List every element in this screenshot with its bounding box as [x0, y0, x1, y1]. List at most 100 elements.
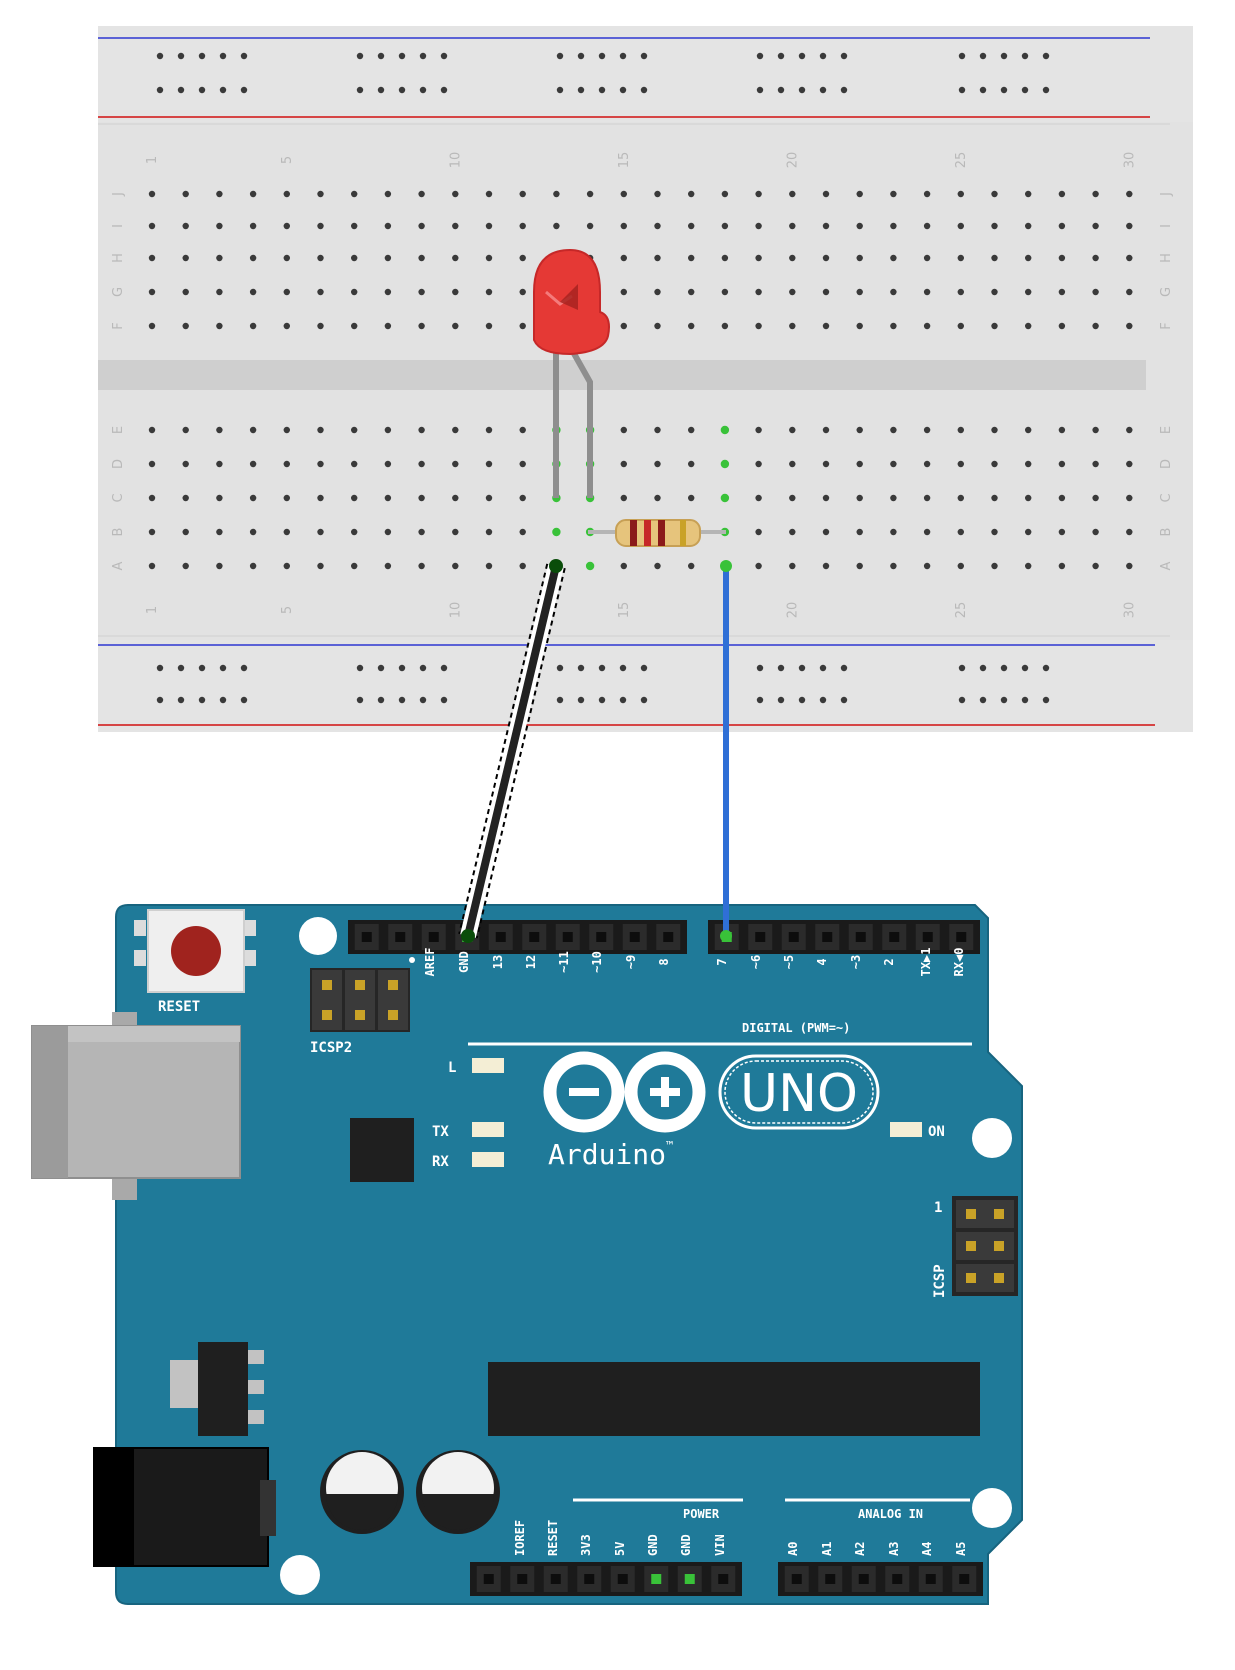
rail-hole	[1000, 86, 1008, 94]
breadboard-hole	[789, 494, 796, 502]
breadboard-hole	[789, 322, 796, 330]
rail-hole	[777, 664, 785, 672]
breadboard-hole	[923, 322, 931, 330]
pin-socket	[617, 1574, 628, 1584]
breadboard-hole	[755, 528, 762, 536]
breadboard-hole	[856, 322, 863, 330]
rail-hole	[798, 696, 806, 704]
rail-hole	[756, 696, 764, 704]
resistor-band	[644, 520, 651, 546]
breadboard-hole	[991, 562, 998, 570]
breadboard-hole	[553, 190, 560, 198]
row-letter: H	[1159, 253, 1174, 263]
breadboard-hole	[957, 190, 964, 198]
breadboard-hole	[317, 190, 324, 198]
column-number: 1	[145, 156, 160, 164]
breadboard-hole	[991, 322, 998, 330]
breadboard-hole	[485, 528, 493, 536]
reset-label: RESET	[158, 999, 200, 1015]
rail-hole	[1042, 664, 1050, 672]
led-l	[472, 1058, 504, 1073]
breadboard-hole	[1092, 494, 1099, 502]
breadboard-hole	[1092, 460, 1099, 468]
row-letter: J	[1159, 192, 1174, 197]
breadboard-hole	[923, 460, 931, 468]
breadboard-hole	[1126, 494, 1133, 502]
breadboard-hole	[856, 494, 863, 502]
column-number: 25	[954, 602, 969, 619]
digital-pin-label: RX◀0	[952, 948, 966, 977]
breadboard-hole	[822, 562, 830, 570]
signal-wire[interactable]	[720, 560, 732, 942]
pin-socket	[651, 1574, 662, 1584]
breadboard-hole	[1025, 460, 1032, 468]
pin-socket	[892, 1574, 903, 1584]
pin-socket	[562, 932, 573, 942]
rail-hole	[419, 696, 427, 704]
column-number: 1	[145, 606, 160, 614]
breadboard-hole	[485, 222, 493, 230]
digital-pin-label: 13	[491, 955, 505, 969]
breadboard-hole	[452, 288, 459, 296]
analog-label: ANALOG IN	[858, 1507, 923, 1521]
column-number: 10	[448, 602, 463, 619]
gnd-wire[interactable]	[458, 559, 566, 943]
breadboard-hole	[822, 190, 830, 198]
breadboard-hole	[654, 254, 661, 262]
pin-socket	[858, 1574, 869, 1584]
capacitor	[320, 1450, 404, 1534]
breadboard-hole	[957, 562, 964, 570]
breadboard-hole	[755, 460, 762, 468]
breadboard-hole	[789, 288, 796, 296]
led-rx	[472, 1152, 504, 1167]
breadboard-hole	[1126, 426, 1133, 434]
pin-socket	[584, 1574, 595, 1584]
pin-socket	[596, 932, 607, 942]
red-led[interactable]	[533, 248, 610, 498]
rail-hole	[598, 696, 606, 704]
breadboard-hole	[1058, 222, 1066, 230]
breadboard-hole	[1092, 190, 1099, 198]
rail-hole	[777, 696, 785, 704]
breadboard-hole	[957, 426, 964, 434]
row-letter: B	[111, 528, 126, 537]
breadboard-hole	[822, 222, 830, 230]
resistor[interactable]	[588, 519, 726, 547]
pin-marker	[409, 957, 415, 963]
breadboard-hole	[654, 190, 661, 198]
breadboard-hole	[283, 460, 290, 468]
breadboard-hole	[991, 528, 998, 536]
breadboard-hole	[755, 322, 762, 330]
breadboard-hole-active	[552, 527, 561, 537]
breadboard-hole-active	[585, 561, 595, 571]
breadboard-hole	[216, 460, 223, 468]
reset-button[interactable]	[134, 909, 256, 993]
breadboard-hole	[384, 190, 392, 198]
pin-socket	[361, 932, 372, 942]
breadboard-hole	[688, 322, 695, 330]
rail-hole	[219, 696, 227, 704]
breadboard-hole	[991, 222, 998, 230]
breadboard-hole	[216, 222, 223, 230]
breadboard-hole	[755, 254, 762, 262]
led-l-label: L	[448, 1060, 456, 1076]
pin-socket	[495, 932, 506, 942]
on-label: ON	[928, 1124, 945, 1140]
pin-socket	[788, 932, 799, 942]
breadboard-hole	[822, 288, 830, 296]
digital-pin-label: TX▶1	[919, 948, 933, 977]
breadboard-hole	[519, 426, 526, 434]
breadboard-hole	[755, 494, 762, 502]
breadboard-hole-active	[720, 425, 730, 435]
breadboard-hole	[216, 528, 223, 536]
digital-pin-label: 12	[524, 955, 538, 969]
breadboard-hole	[1025, 426, 1032, 434]
breadboard-hole	[519, 460, 526, 468]
breadboard-hole	[148, 322, 156, 330]
rail-hole	[619, 86, 627, 94]
breadboard-hole	[384, 562, 392, 570]
breadboard-hole	[418, 222, 425, 230]
breadboard-hole-active	[720, 493, 730, 503]
breadboard-hole	[148, 426, 156, 434]
